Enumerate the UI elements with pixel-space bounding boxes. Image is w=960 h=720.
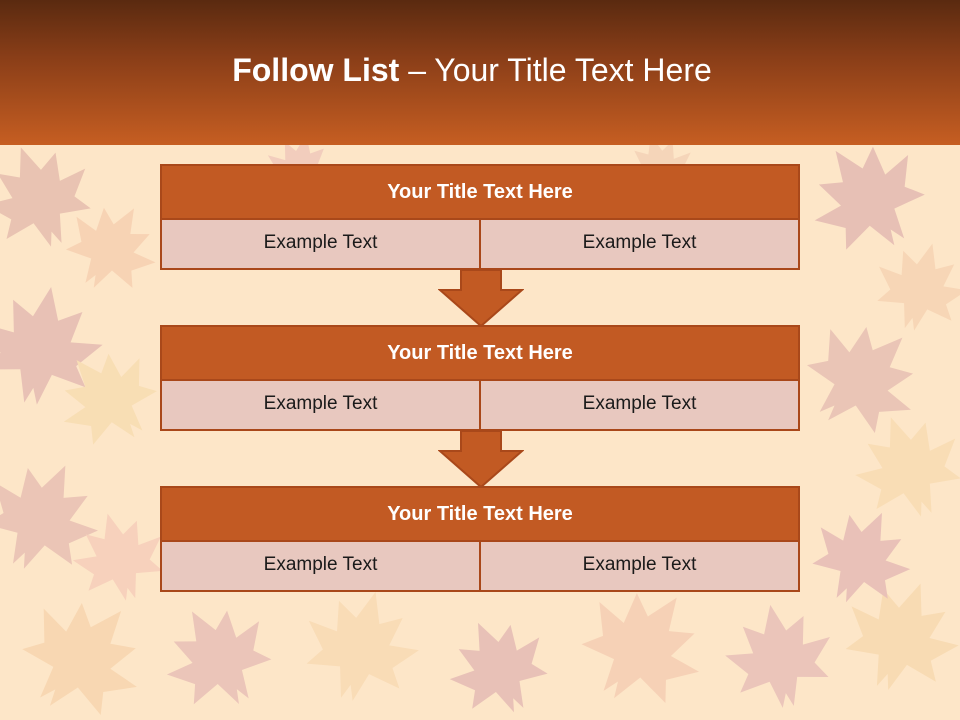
block-title[interactable]: Your Title Text Here bbox=[160, 164, 800, 220]
block-row: Example Text Example Text bbox=[160, 542, 800, 592]
down-arrow-icon bbox=[438, 270, 524, 328]
block-cell-left[interactable]: Example Text bbox=[160, 220, 481, 270]
block-cell-right[interactable]: Example Text bbox=[479, 220, 800, 270]
block-cell-left[interactable]: Example Text bbox=[160, 542, 481, 592]
block-cell-left[interactable]: Example Text bbox=[160, 381, 481, 431]
block-cell-right[interactable]: Example Text bbox=[479, 542, 800, 592]
slide-header: Follow List – Your Title Text Here bbox=[0, 0, 960, 145]
slide-title-bold: Follow List bbox=[232, 52, 400, 88]
block-title[interactable]: Your Title Text Here bbox=[160, 325, 800, 381]
block-cell-right[interactable]: Example Text bbox=[479, 381, 800, 431]
slide-title-rest: – Your Title Text Here bbox=[399, 52, 712, 88]
list-block-1: Your Title Text Here Example Text Exampl… bbox=[160, 164, 800, 270]
block-title[interactable]: Your Title Text Here bbox=[160, 486, 800, 542]
down-arrow-icon bbox=[438, 431, 524, 489]
list-block-2: Your Title Text Here Example Text Exampl… bbox=[160, 325, 800, 431]
slide-title: Follow List – Your Title Text Here bbox=[0, 52, 944, 89]
block-row: Example Text Example Text bbox=[160, 381, 800, 431]
list-block-3: Your Title Text Here Example Text Exampl… bbox=[160, 486, 800, 592]
block-row: Example Text Example Text bbox=[160, 220, 800, 270]
